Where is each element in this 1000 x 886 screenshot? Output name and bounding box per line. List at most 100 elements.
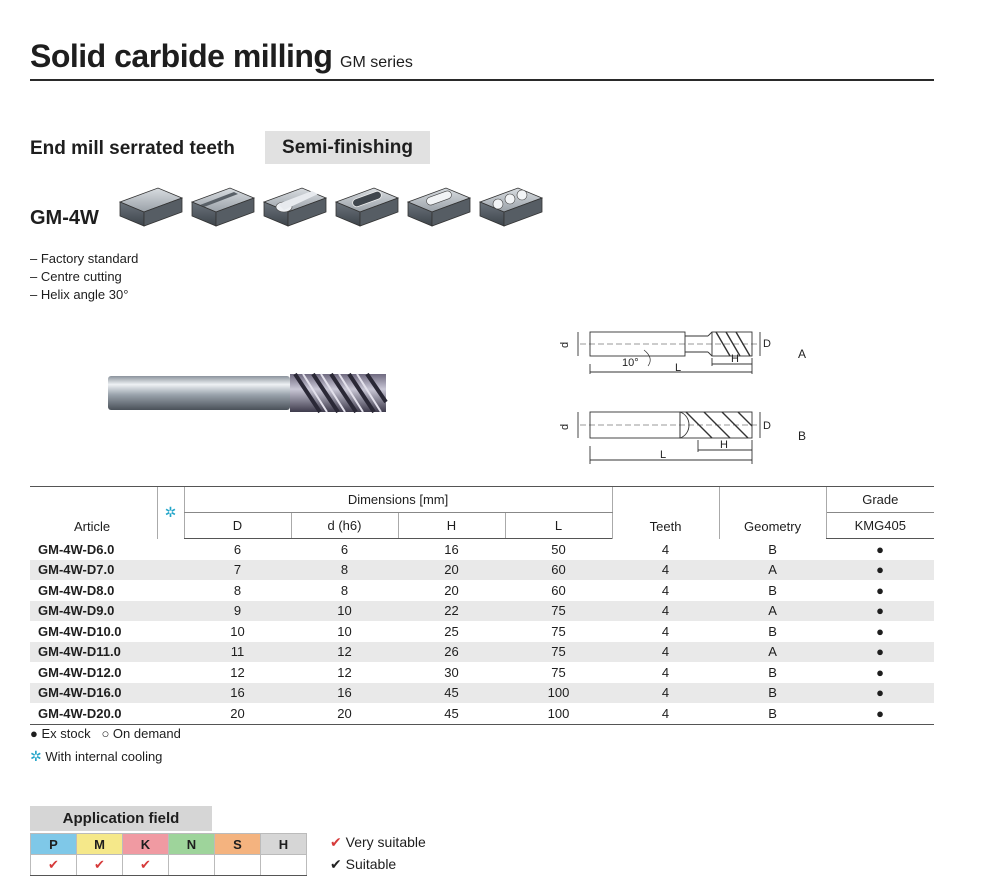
l-cell: 75 (551, 623, 566, 639)
suitability-mark (260, 854, 307, 876)
column-header-article: Article (30, 486, 157, 539)
teeth-cell: 4 (661, 582, 670, 598)
l-cell: 75 (551, 664, 566, 680)
angle-label: 10° (622, 357, 639, 369)
block-slot-milling-icon (262, 187, 328, 227)
d-cell: 6 (233, 541, 242, 557)
label-d-small: d (560, 342, 571, 348)
geometry-cell: B (768, 623, 777, 639)
specification-table: Article ✲ Dimensions [mm] Teeth Geometry… (30, 486, 935, 725)
feature-list: – Factory standard – Centre cutting – He… (30, 250, 138, 304)
suitability-mark: ✔ (30, 854, 77, 876)
d-cell: 12 (230, 664, 245, 680)
very-suitable-legend: ✔ Very suitable (330, 834, 426, 851)
h-cell: 20 (444, 582, 459, 598)
geometry-cell: A (719, 641, 827, 662)
l-cell: 50 (551, 541, 566, 557)
h-cell: 30 (444, 664, 459, 680)
column-header-h: H (397, 512, 505, 539)
material-group-n: N (168, 833, 215, 855)
geometry-cell: A (719, 559, 827, 580)
grade-cell: ● (826, 559, 935, 580)
block-ramping-icon (406, 187, 472, 227)
label-d-big-b: D (763, 420, 771, 432)
teeth-cell: 4 (612, 559, 720, 580)
teeth-cell: 4 (612, 682, 720, 703)
column-header-d: D (183, 512, 291, 539)
column-header-dimensions: Dimensions [mm] (183, 486, 613, 513)
application-field-title: Application field (30, 806, 212, 831)
cooling-cell (157, 580, 184, 601)
geometry-b-label: B (798, 429, 806, 443)
column-header-teeth: Teeth (611, 486, 720, 539)
h-cell: 16 (444, 541, 459, 557)
d-h6-cell: 10 (337, 623, 352, 639)
feature-item: – Factory standard (30, 251, 139, 266)
d-h6-cell: 8 (340, 582, 349, 598)
cooling-cell (157, 600, 184, 621)
cooling-legend-text: With internal cooling (45, 749, 163, 764)
d-h6-cell: 6 (340, 541, 349, 557)
stock-legend: ● Ex stock ○ On demand (30, 726, 181, 741)
label-l: L (675, 362, 681, 374)
block-shoulder-milling-icon (190, 187, 256, 227)
d-cell: 16 (184, 682, 291, 703)
article-cell: GM-4W-D9.0 (30, 600, 157, 621)
operation-badge: Semi-finishing (265, 131, 430, 164)
cooling-cell (157, 703, 184, 725)
label-h: H (731, 353, 739, 365)
article-cell: GM-4W-D6.0 (38, 541, 115, 557)
teeth-cell: 4 (612, 600, 720, 621)
page-title: Solid carbide milling (30, 38, 333, 74)
grade-cell: ● (876, 664, 884, 680)
d-h6-cell: 8 (291, 559, 398, 580)
geometry-cell: A (719, 600, 827, 621)
grade-cell: ● (876, 541, 884, 557)
d-h6-cell: 20 (291, 703, 398, 725)
teeth-cell: 4 (661, 623, 670, 639)
material-group-s: S (214, 833, 261, 855)
h-cell: 45 (398, 703, 505, 725)
label-d-big: D (763, 338, 771, 350)
column-header-d-h6: d (h6) (290, 512, 398, 539)
geometry-cell: B (719, 682, 827, 703)
teeth-cell: 4 (661, 541, 670, 557)
suitable-check-icon: ✔ (330, 856, 342, 872)
block-face-milling-icon (118, 187, 184, 227)
material-group-m: M (76, 833, 123, 855)
teeth-cell: 4 (612, 703, 720, 725)
feature-item: – Centre cutting (30, 269, 122, 284)
cooling-cell (157, 682, 184, 703)
geometry-cell: B (719, 703, 827, 725)
d-h6-cell: 16 (291, 682, 398, 703)
suitability-mark (168, 854, 215, 876)
geometry-a-label: A (798, 347, 806, 361)
cooling-cell (157, 621, 184, 642)
very-suitable-text: Very suitable (345, 834, 426, 850)
d-cell: 20 (184, 703, 291, 725)
d-cell: 11 (184, 641, 291, 662)
feature-item: – Helix angle 30° (30, 287, 129, 302)
geometry-cell: B (768, 582, 777, 598)
d-cell: 9 (184, 600, 291, 621)
block-pocket-milling-icon (334, 187, 400, 227)
h-cell: 25 (444, 623, 459, 639)
h-cell: 45 (398, 682, 505, 703)
cooling-icon: ✲ (30, 748, 42, 764)
operation-pictograms (118, 187, 544, 227)
label-d-small-b: d (560, 424, 571, 430)
very-suitable-check-icon: ✔ (330, 834, 342, 850)
l-cell: 60 (551, 582, 566, 598)
grade-cell: ● (876, 582, 884, 598)
label-h-b: H (720, 439, 728, 451)
series-label: GM series (340, 54, 413, 71)
d-h6-cell: 12 (291, 641, 398, 662)
cooling-cell (157, 662, 184, 683)
cooling-cell (157, 559, 184, 580)
